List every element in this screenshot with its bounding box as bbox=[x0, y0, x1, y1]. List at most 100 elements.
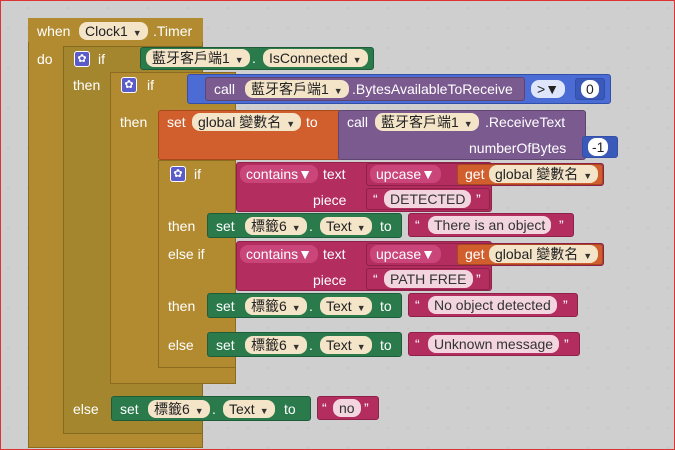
bt-component-dropdown-1[interactable]: 藍牙客戶端1▼ bbox=[146, 49, 250, 67]
call-label: call bbox=[214, 81, 236, 97]
text-property-dropdown-3[interactable]: Text ▼ bbox=[320, 336, 372, 354]
label-component-dropdown-1[interactable]: 標籤6 ▼ bbox=[245, 217, 307, 235]
to-label: to bbox=[380, 337, 392, 353]
quote-close-icon: ” bbox=[563, 297, 568, 313]
clock-component-dropdown[interactable]: Clock1 ▼ bbox=[79, 22, 148, 40]
chevron-down-icon: ▼ bbox=[194, 406, 204, 416]
quote-open-icon: “ bbox=[373, 271, 378, 287]
clock-component-label: Clock1 bbox=[85, 23, 128, 39]
outer-if-label: if bbox=[98, 51, 105, 67]
piece-value-2[interactable]: PATH FREE bbox=[384, 270, 473, 288]
event-name-label: .Timer bbox=[153, 23, 193, 39]
outer-else-label: else bbox=[73, 401, 99, 417]
chevron-down-icon: ▼ bbox=[583, 171, 593, 181]
when-label: when bbox=[37, 23, 71, 39]
text-property-dropdown-2[interactable]: Text▼ bbox=[320, 297, 372, 315]
label-component-dropdown-3[interactable]: 標籤6 ▼ bbox=[245, 336, 307, 354]
set-label: set bbox=[216, 298, 235, 314]
get-var-label-1: global 變數名 bbox=[495, 166, 579, 182]
isconnected-label: IsConnected bbox=[269, 50, 348, 66]
bt-component-dropdown-2[interactable]: 藍牙客戶端1 ▼ bbox=[245, 80, 349, 98]
dot-separator: . bbox=[252, 50, 256, 66]
to-label: to bbox=[306, 114, 318, 130]
do-label: do bbox=[37, 51, 53, 67]
piece-label-1: piece bbox=[313, 192, 347, 208]
bt-component-label-2: 藍牙客戶端1 bbox=[251, 81, 329, 97]
quote-open-icon: “ bbox=[322, 400, 327, 416]
set-label: set bbox=[216, 337, 235, 353]
operator-dropdown[interactable]: >▼ bbox=[531, 80, 566, 98]
quote-open-icon: “ bbox=[415, 297, 420, 313]
chevron-down-icon: ▼ bbox=[356, 223, 366, 233]
chevron-down-icon: ▼ bbox=[421, 166, 436, 182]
get-var-dropdown-2[interactable]: global 變數名 ▼ bbox=[489, 245, 599, 263]
set-label: set bbox=[120, 401, 139, 417]
contains-label-2: contains bbox=[246, 246, 299, 262]
set-value-1[interactable]: There is an object bbox=[428, 216, 552, 234]
contains-label-1: contains bbox=[246, 166, 299, 182]
chevron-down-icon: ▼ bbox=[463, 119, 473, 129]
chevron-down-icon: ▼ bbox=[333, 86, 343, 96]
text-property-label-3: Text bbox=[326, 337, 352, 353]
upcase-dropdown-2[interactable]: upcase▼ bbox=[370, 245, 442, 263]
upcase-label-2: upcase bbox=[376, 246, 422, 262]
bytes-available-method-label: .BytesAvailableToReceive bbox=[352, 81, 513, 97]
contains-dropdown-1[interactable]: contains▼ bbox=[240, 165, 319, 183]
to-label: to bbox=[284, 401, 296, 417]
quote-open-icon: “ bbox=[373, 191, 378, 207]
dot-separator: . bbox=[212, 401, 216, 417]
dot-separator: . bbox=[309, 337, 313, 353]
label-component-2: 標籤6 bbox=[251, 298, 287, 314]
get-label-2: get bbox=[465, 246, 485, 262]
text-property-dropdown-1[interactable]: Text▼ bbox=[320, 217, 372, 235]
mutator-gear-icon[interactable]: ✿ bbox=[170, 166, 186, 182]
set-label: set bbox=[167, 114, 186, 130]
number-value-0[interactable]: 0 bbox=[581, 80, 599, 98]
text-property-dropdown-4[interactable]: Text▼ bbox=[223, 400, 275, 418]
chevron-down-icon: ▼ bbox=[259, 406, 269, 416]
operator-label: > bbox=[537, 81, 546, 97]
else-label: else bbox=[168, 337, 194, 353]
quote-open-icon: “ bbox=[415, 336, 420, 352]
set-value-3[interactable]: Unknown message bbox=[428, 335, 560, 353]
chevron-down-icon: ▼ bbox=[583, 251, 593, 261]
number-value-minus1[interactable]: -1 bbox=[588, 138, 609, 156]
set-value-2[interactable]: No object detected bbox=[428, 296, 557, 314]
chevron-down-icon: ▼ bbox=[291, 223, 301, 233]
contains-dropdown-2[interactable]: contains▼ bbox=[240, 245, 319, 263]
mutator-gear-icon[interactable]: ✿ bbox=[74, 51, 90, 67]
then-label-1: then bbox=[168, 218, 196, 234]
upcase-dropdown-1[interactable]: upcase▼ bbox=[370, 165, 442, 183]
text-property-label-2: Text bbox=[326, 298, 352, 314]
label-component-dropdown-4[interactable]: 標籤6▼ bbox=[148, 400, 210, 418]
chevron-down-icon: ▼ bbox=[291, 303, 301, 313]
set-value-4[interactable]: no bbox=[333, 399, 361, 417]
set-label: set bbox=[216, 218, 235, 234]
piece-value-1[interactable]: DETECTED bbox=[384, 190, 472, 208]
quote-close-icon: ” bbox=[364, 400, 369, 416]
inner-then-label: then bbox=[120, 114, 148, 130]
to-label: to bbox=[380, 218, 392, 234]
property-dropdown-isconnected[interactable]: IsConnected▼ bbox=[263, 49, 368, 67]
chevron-down-icon: ▼ bbox=[291, 342, 301, 352]
mutator-gear-icon[interactable]: ✿ bbox=[121, 77, 137, 93]
chevron-down-icon: ▼ bbox=[421, 246, 436, 262]
receive-text-method-label: .ReceiveText bbox=[485, 114, 566, 130]
label-component-3: 標籤6 bbox=[251, 337, 287, 353]
bt-component-dropdown-3[interactable]: 藍牙客戶端1▼ bbox=[375, 113, 479, 131]
get-label-1: get bbox=[465, 166, 485, 182]
message-if-label: if bbox=[194, 166, 201, 182]
chevron-down-icon: ▼ bbox=[234, 55, 244, 65]
label-component-dropdown-2[interactable]: 標籤6 ▼ bbox=[245, 297, 307, 315]
inner-if-label: if bbox=[147, 77, 154, 93]
label-component-1: 標籤6 bbox=[251, 218, 287, 234]
global-var-dropdown[interactable]: global 變數名▼ bbox=[192, 113, 302, 131]
get-var-label-2: global 變數名 bbox=[495, 246, 579, 262]
quote-close-icon: ” bbox=[559, 217, 564, 233]
get-var-dropdown-1[interactable]: global 變數名 ▼ bbox=[489, 165, 599, 183]
chevron-down-icon: ▼ bbox=[132, 28, 142, 38]
chevron-down-icon: ▼ bbox=[356, 342, 366, 352]
number-of-bytes-label: numberOfBytes bbox=[469, 140, 567, 156]
chevron-down-icon: ▼ bbox=[298, 166, 313, 182]
set-label-block-4[interactable] bbox=[111, 396, 311, 421]
